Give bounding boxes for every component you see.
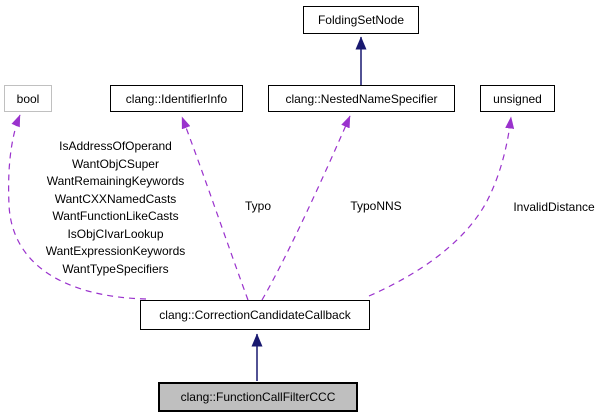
edge-label-invaliddistance: InvalidDistance (513, 200, 595, 214)
member-label: WantTypeSpecifiers (62, 261, 169, 276)
usage-edge-unsigned (368, 116, 515, 297)
member-label: IsAddressOfOperand (59, 139, 172, 153)
usage-edge-bool (8, 114, 147, 300)
member-label: WantFunctionLikeCasts (52, 209, 179, 223)
usage-edge-nestednamespecifier (261, 115, 351, 301)
edge-label-typonns: TypoNNS (350, 199, 402, 213)
member-label: WantObjCSuper (72, 156, 159, 171)
member-label: WantExpressionKeywords (45, 244, 186, 258)
member-label: IsObjCIvarLookup (67, 226, 164, 241)
member-label: WantRemainingKeywords (46, 174, 185, 188)
node-identifierinfo[interactable]: clang::IdentifierInfo (110, 85, 243, 112)
node-nestednamespecifier[interactable]: clang::NestedNameSpecifier (268, 85, 455, 112)
node-unsigned: unsigned (480, 85, 555, 112)
edge-label-typo: Typo (244, 199, 272, 213)
edge-label-bool-members: IsAddressOfOperand WantObjCSuper WantRem… (18, 138, 213, 278)
member-label: WantCXXNamedCasts (54, 191, 177, 206)
node-correctioncandidatecallback[interactable]: clang::CorrectionCandidateCallback (140, 300, 370, 330)
node-functioncallfilterccc: clang::FunctionCallFilterCCC (158, 382, 358, 412)
node-foldingsetnode[interactable]: FoldingSetNode (303, 6, 419, 34)
node-bool: bool (4, 85, 52, 112)
usage-edge-identifierinfo (181, 116, 249, 301)
